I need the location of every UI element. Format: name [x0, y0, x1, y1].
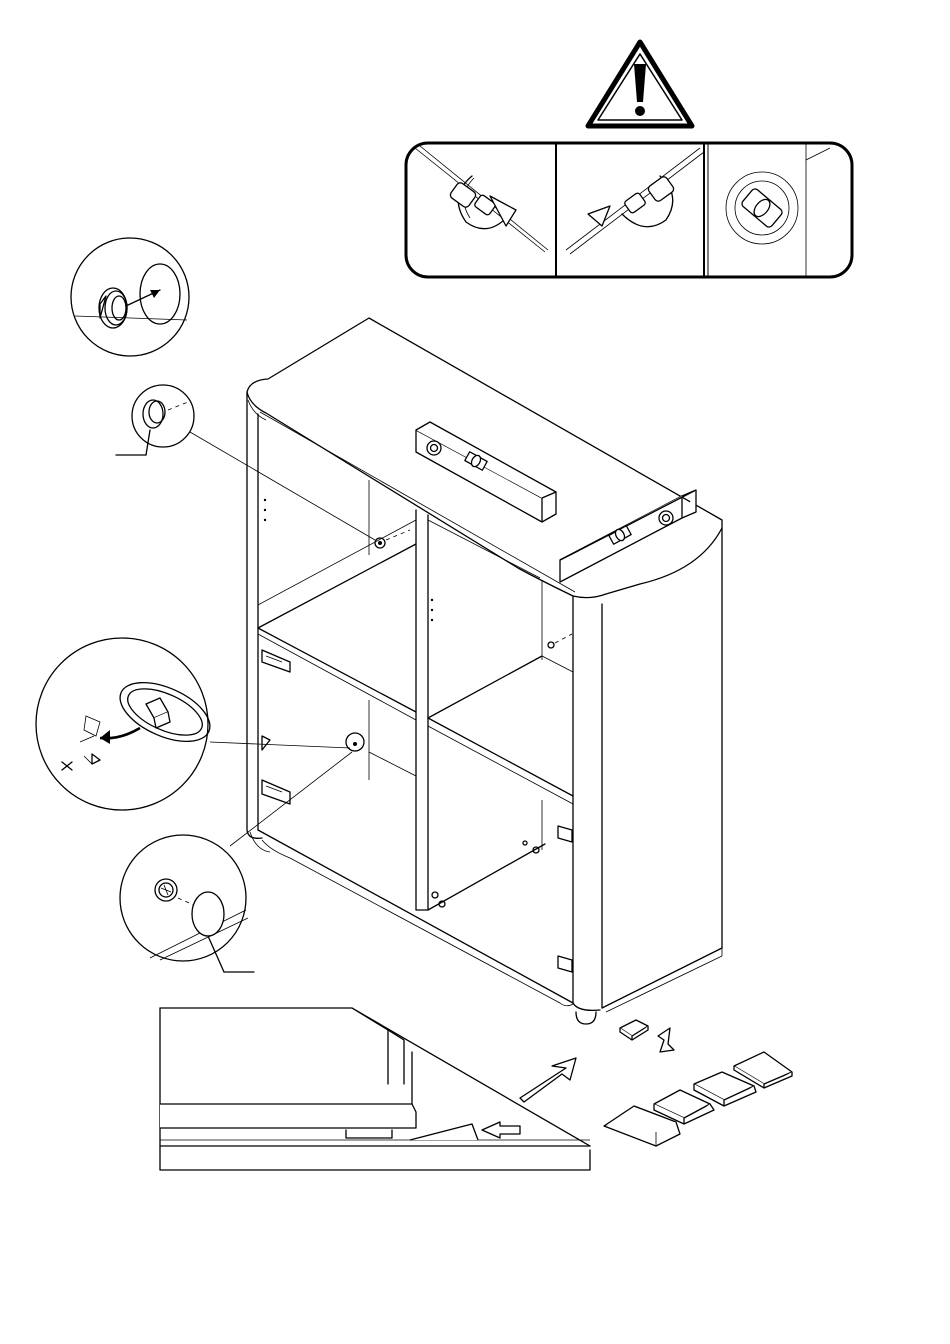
detail-shim-under-foot [160, 1008, 590, 1170]
arrow-icon [520, 1058, 576, 1102]
cabinet [247, 318, 722, 1024]
arrow-icon [658, 1028, 674, 1052]
leveling-panels [406, 143, 852, 277]
shelf-pin-holes [264, 499, 433, 621]
detail-cam-fitting [71, 238, 189, 356]
hinge-icon [262, 650, 572, 972]
shim-wedge-icon [620, 1020, 648, 1040]
arrow-icon [482, 1122, 520, 1138]
shim-wedges [604, 1020, 792, 1146]
warning-triangle-icon [588, 42, 692, 126]
detail-cam-lock-rotate: X [36, 638, 350, 810]
